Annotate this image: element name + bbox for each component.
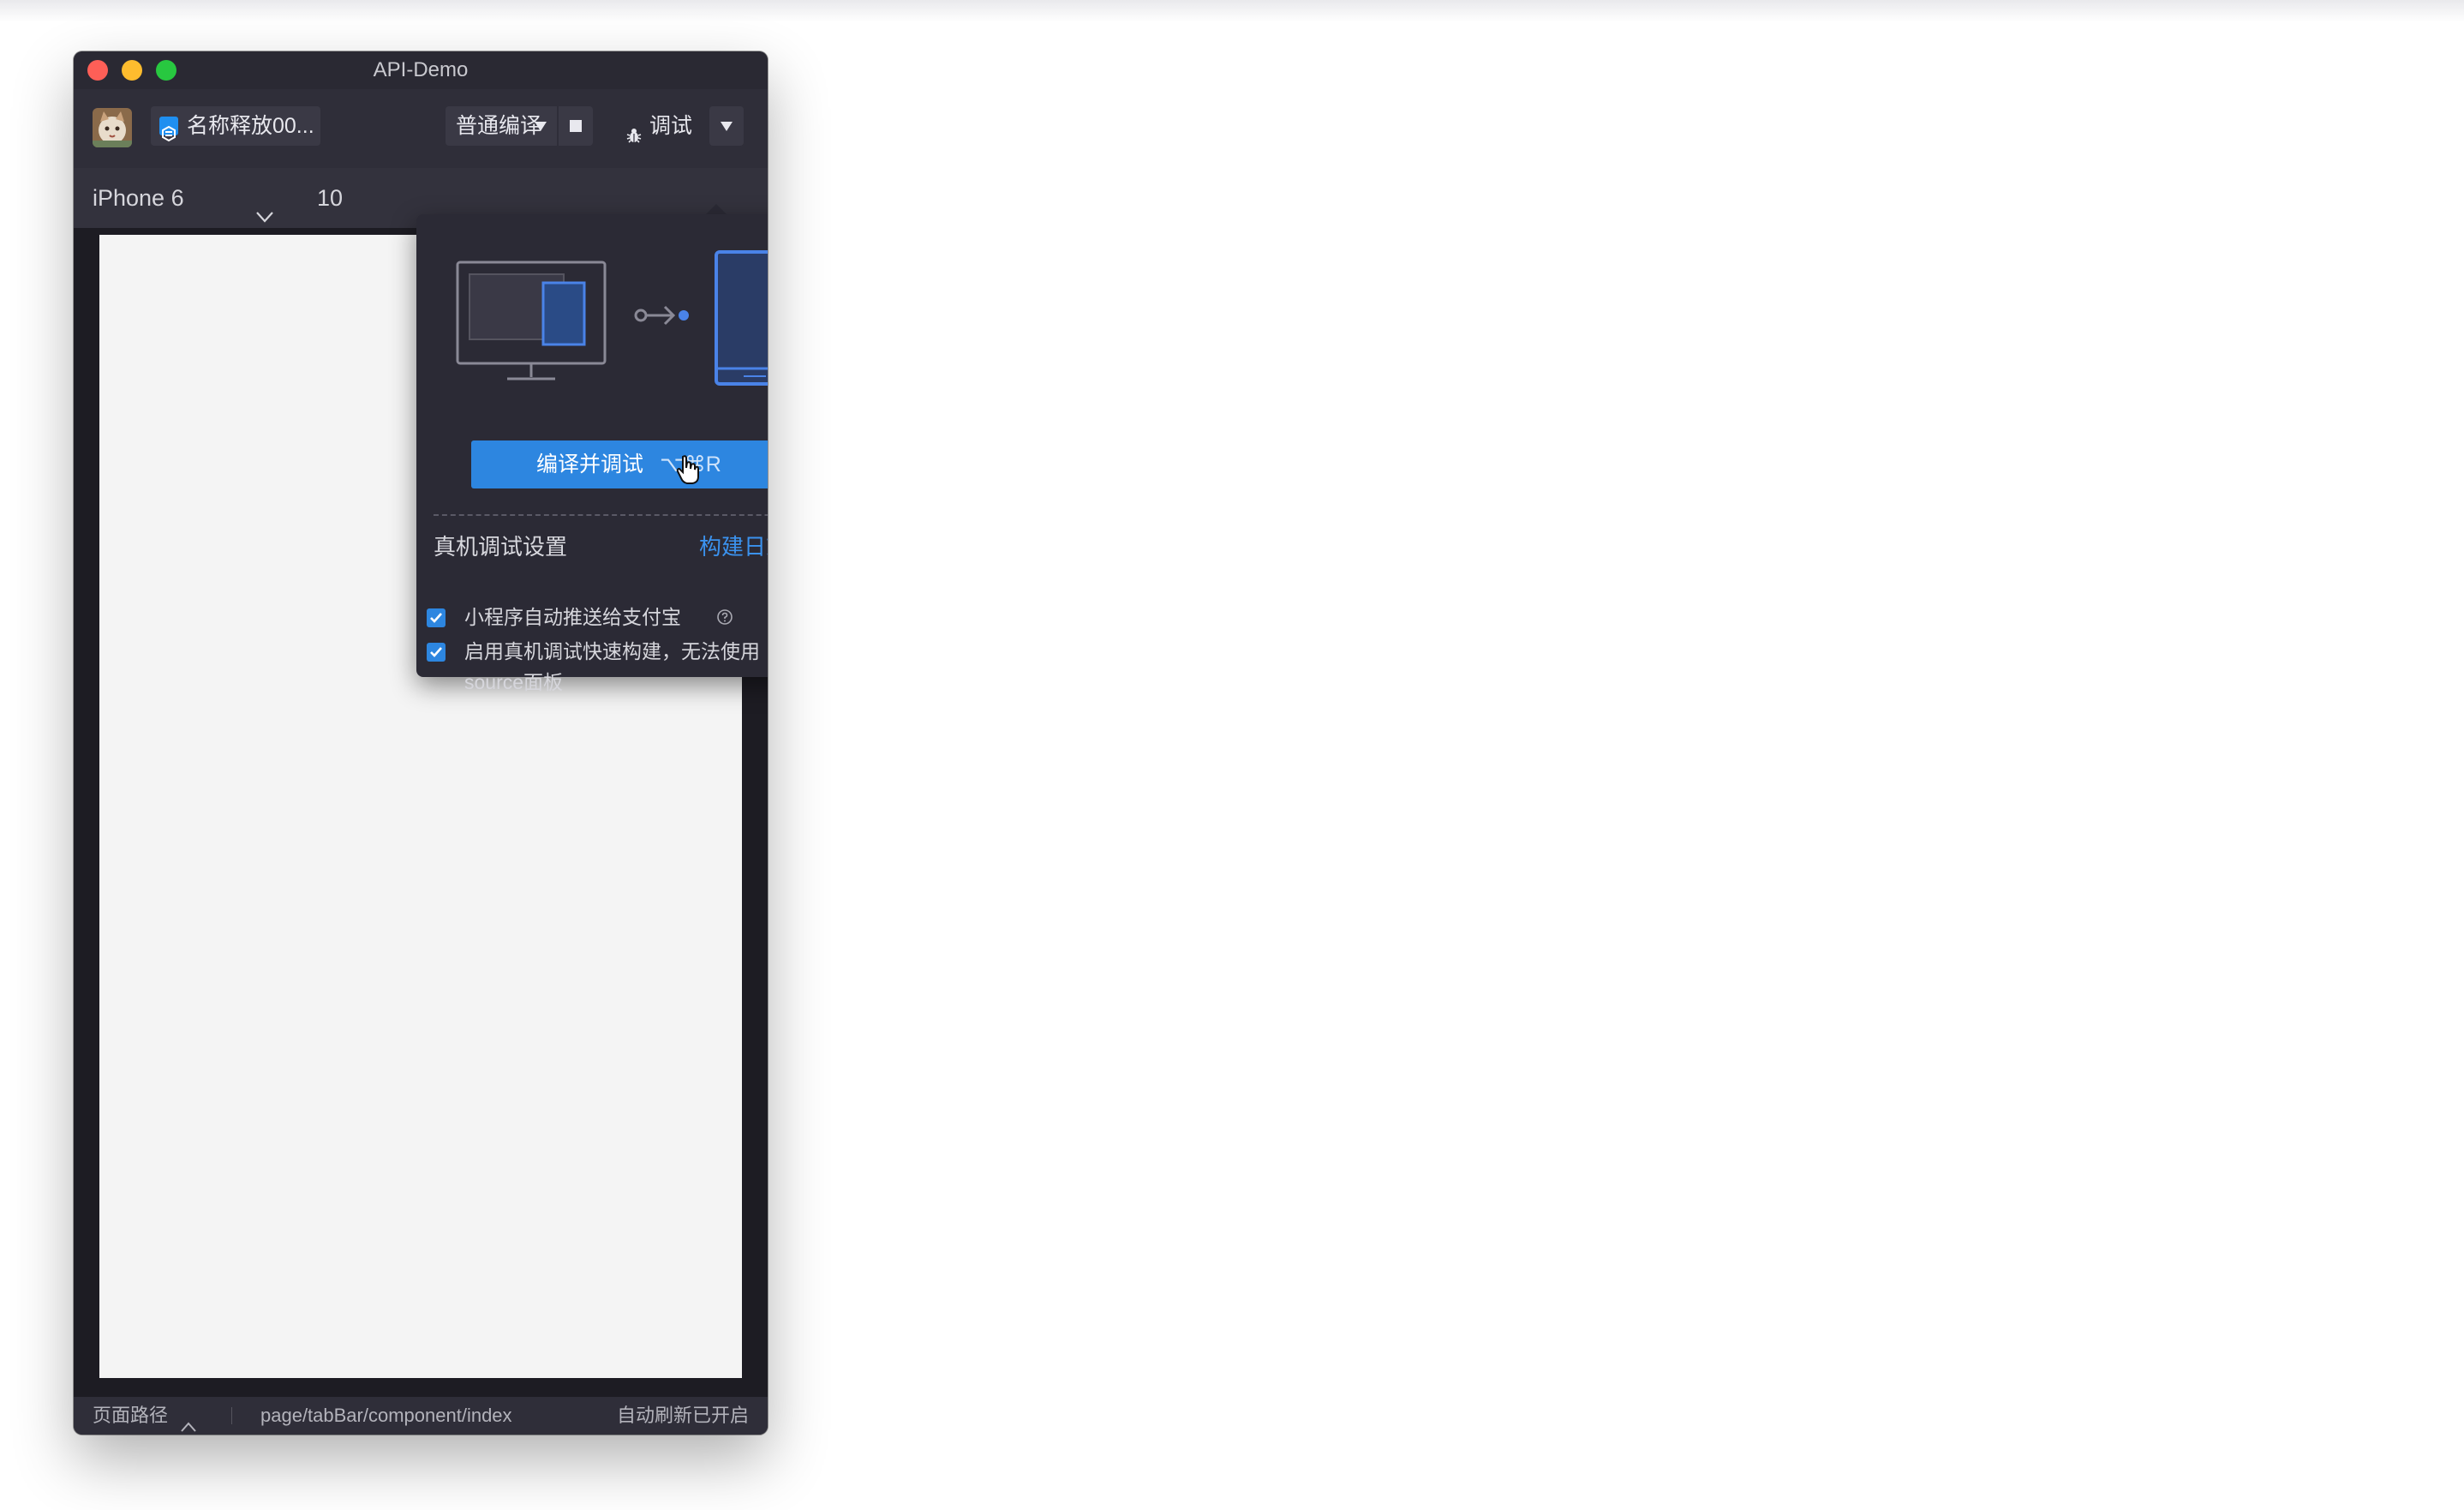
auto-push-label: 小程序自动推送给支付宝: [464, 606, 681, 628]
title-bar: API-Demo: [74, 51, 768, 89]
remote-debug-illustration: [456, 250, 768, 386]
minimize-traffic-light[interactable]: [122, 60, 142, 81]
window-title: API-Demo: [373, 58, 469, 81]
caret-down-icon: [721, 122, 733, 131]
toolbar: 名称释放00... 普通编译 调试: [74, 89, 768, 178]
caret-down-icon: [535, 122, 547, 131]
divider: [434, 514, 768, 516]
fast-build-label-line2: source面板: [464, 671, 564, 693]
chevron-down-icon: [255, 189, 274, 223]
zoom-select[interactable]: 10: [317, 185, 344, 211]
monitor-illustration: [456, 261, 607, 380]
status-bar: 页面路径 page/tabBar/component/index 自动刷新已开启: [74, 1397, 768, 1435]
help-icon[interactable]: [716, 608, 733, 626]
compile-and-debug-label: 编译并调试: [536, 452, 644, 476]
checkbox-checked-icon: [430, 647, 442, 657]
chevron-up-icon[interactable]: [180, 1409, 197, 1432]
checkbox-checked-icon: [430, 613, 442, 623]
avatar[interactable]: [93, 108, 132, 147]
popover-arrow: [706, 204, 727, 214]
project-selector[interactable]: 名称释放00...: [151, 106, 320, 146]
compile-mode-label: 普通编译: [456, 114, 542, 138]
phone-illustration: [715, 250, 768, 386]
page-path-value: page/tabBar/component/index: [260, 1405, 512, 1426]
maximize-traffic-light[interactable]: [156, 60, 176, 81]
build-log-link[interactable]: 构建日志: [699, 534, 768, 560]
device-name: iPhone 6: [93, 185, 184, 211]
arrow-connect-icon: [634, 305, 689, 326]
fast-build-label-line1: 启用真机调试快速构建，无法使用: [464, 640, 760, 662]
page-path-label[interactable]: 页面路径: [93, 1405, 169, 1426]
compile-mode-select[interactable]: 普通编译: [446, 106, 557, 146]
bug-icon: [625, 117, 643, 143]
stop-button[interactable]: [559, 106, 593, 146]
debug-button[interactable]: 调试: [622, 106, 708, 146]
debug-menu-toggle[interactable]: [709, 106, 744, 146]
remote-debug-settings-title: 真机调试设置: [434, 534, 568, 560]
device-select[interactable]: iPhone 6: [93, 168, 281, 228]
status-divider: [231, 1407, 232, 1424]
ide-window: API-Demo 名称释放00...: [74, 51, 768, 1435]
auto-push-checkbox[interactable]: [427, 608, 446, 627]
close-traffic-light[interactable]: [87, 60, 108, 81]
project-icon: [159, 117, 178, 142]
desktop-top-edge: [0, 0, 2464, 22]
stop-icon: [570, 120, 582, 132]
debug-popover: 编译并调试 ⌥⌘R 真机调试设置 构建日志 小程序自动推送给支付宝: [416, 214, 768, 693]
debug-label: 调试: [649, 114, 693, 138]
fast-build-checkbox[interactable]: [427, 643, 446, 662]
pointer-cursor-icon: [676, 455, 699, 484]
compile-and-debug-button[interactable]: 编译并调试 ⌥⌘R: [471, 440, 768, 488]
auto-refresh-status[interactable]: 自动刷新已开启: [616, 1405, 749, 1426]
project-name: 名称释放00...: [187, 114, 314, 138]
